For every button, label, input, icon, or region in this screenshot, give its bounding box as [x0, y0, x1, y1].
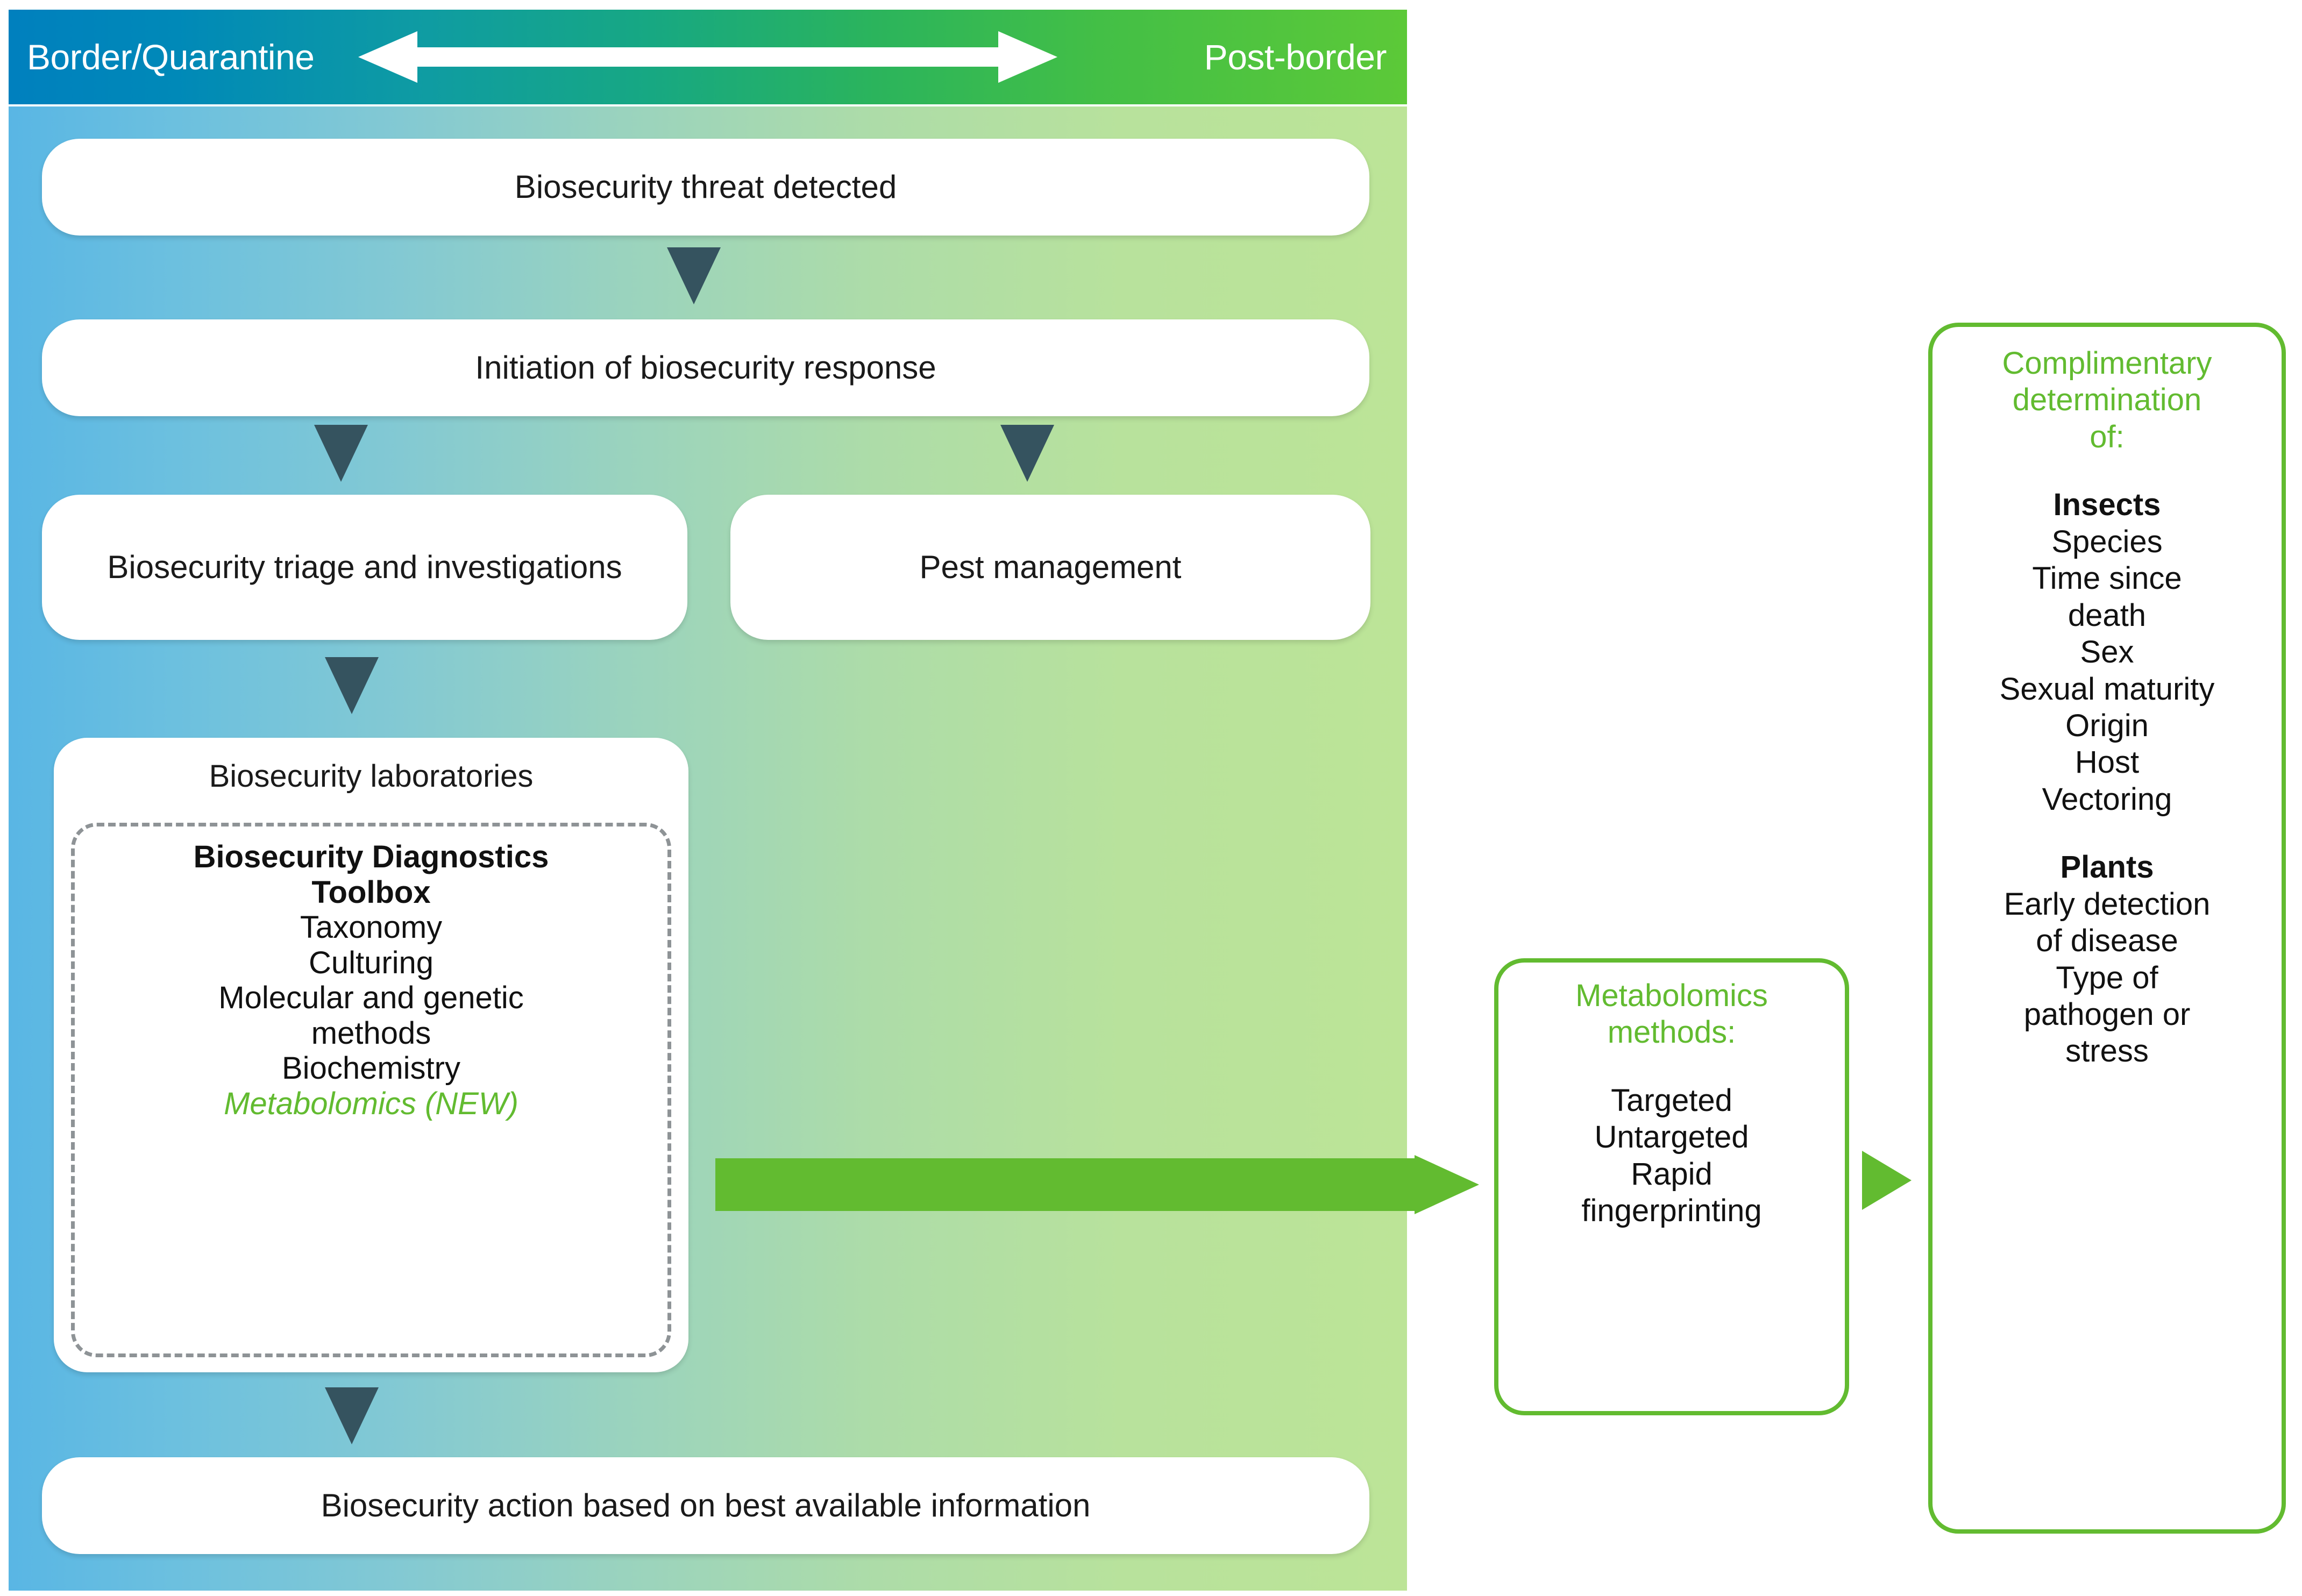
- comp-insects-item: Species: [2051, 524, 2163, 559]
- toolbox-item-metabolomics-new: Metabolomics (NEW): [224, 1086, 518, 1121]
- methods-item: Targeted: [1611, 1082, 1732, 1118]
- box-init-label: Initiation of biosecurity response: [475, 350, 936, 386]
- comp-plants-title: Plants: [2060, 850, 2154, 885]
- comp-spacer-top: [1938, 455, 2276, 487]
- methods-heading-line2: methods:: [1607, 1015, 1736, 1050]
- header-left-label: Border/Quarantine: [27, 37, 315, 77]
- comp-insects-item: Time since: [2032, 561, 2182, 596]
- box-biosecurity-triage[interactable]: Biosecurity triage and investigations: [42, 495, 687, 640]
- lab-title: Biosecurity laboratories: [209, 759, 534, 794]
- methods-item: Untargeted: [1594, 1120, 1749, 1155]
- toolbox-item: Taxonomy: [300, 910, 443, 945]
- box-threat-label: Biosecurity threat detected: [514, 169, 897, 205]
- toolbox-title-line2: Toolbox: [311, 874, 431, 910]
- comp-heading-line3: of:: [2090, 419, 2125, 454]
- box-biosecurity-laboratories[interactable]: Biosecurity laboratories Biosecurity Dia…: [54, 738, 688, 1372]
- box-biosecurity-action[interactable]: Biosecurity action based on best availab…: [42, 1457, 1369, 1554]
- box-triage-label: Biosecurity triage and investigations: [107, 549, 622, 586]
- diagnostics-toolbox: Biosecurity Diagnostics Toolbox Taxonomy…: [71, 823, 671, 1357]
- comp-insects-item: death: [2067, 597, 2147, 633]
- arrow-down-icon-2: [314, 425, 368, 482]
- toolbox-item: methods: [311, 1015, 431, 1051]
- comp-plants-item: Type of: [2056, 960, 2158, 995]
- arrow-down-icon-1: [667, 247, 721, 304]
- methods-item: fingerprinting: [1581, 1193, 1762, 1229]
- comp-insects-item: Vectoring: [2042, 781, 2172, 817]
- comp-plants-item: pathogen or: [2023, 997, 2191, 1032]
- comp-insects-item: Host: [2074, 745, 2140, 780]
- arrow-down-icon-3: [1000, 425, 1054, 482]
- comp-heading-line2: determination: [2012, 382, 2202, 418]
- comp-spacer-mid: [1938, 818, 2276, 849]
- double-headed-arrow-icon: [358, 31, 1057, 83]
- arrow-down-icon-4: [325, 657, 379, 714]
- border-gradient-header: Border/Quarantine Post-border: [9, 10, 1407, 104]
- green-block-arrow-icon: [715, 1155, 1479, 1214]
- box-action-label: Biosecurity action based on best availab…: [321, 1487, 1091, 1524]
- box-pest-management[interactable]: Pest management: [730, 495, 1370, 640]
- toolbox-title-line1: Biosecurity Diagnostics: [193, 839, 549, 874]
- toolbox-item: Molecular and genetic: [218, 980, 524, 1016]
- comp-insects-item: Origin: [2065, 708, 2149, 743]
- box-pest-label: Pest management: [919, 549, 1182, 586]
- comp-plants-item: of disease: [2036, 923, 2178, 959]
- box-biosecurity-threat-detected[interactable]: Biosecurity threat detected: [42, 139, 1369, 236]
- comp-insects-item: Sexual maturity: [1999, 671, 2215, 707]
- box-initiation-of-response[interactable]: Initiation of biosecurity response: [42, 319, 1369, 416]
- comp-insects-item: Sex: [2080, 635, 2134, 670]
- toolbox-item: Culturing: [308, 945, 434, 980]
- box-complimentary-determination[interactable]: Complimentary determination of: Insects …: [1928, 323, 2286, 1534]
- comp-plants-item: Early detection: [2003, 886, 2211, 922]
- methods-heading-line1: Metabolomics: [1575, 978, 1768, 1013]
- methods-spacer: [1507, 1051, 1836, 1082]
- box-metabolomics-methods[interactable]: Metabolomics methods: Targeted Untargete…: [1494, 958, 1849, 1415]
- comp-insects-title: Insects: [2053, 487, 2161, 523]
- comp-heading-line1: Complimentary: [2002, 346, 2212, 381]
- comp-plants-item: stress: [2065, 1034, 2149, 1069]
- arrow-down-icon-5: [325, 1387, 379, 1444]
- methods-item: Rapid: [1631, 1156, 1713, 1192]
- header-right-label: Post-border: [1204, 37, 1387, 77]
- green-arrow-right-icon: [1862, 1151, 1912, 1210]
- toolbox-item: Biochemistry: [282, 1051, 460, 1086]
